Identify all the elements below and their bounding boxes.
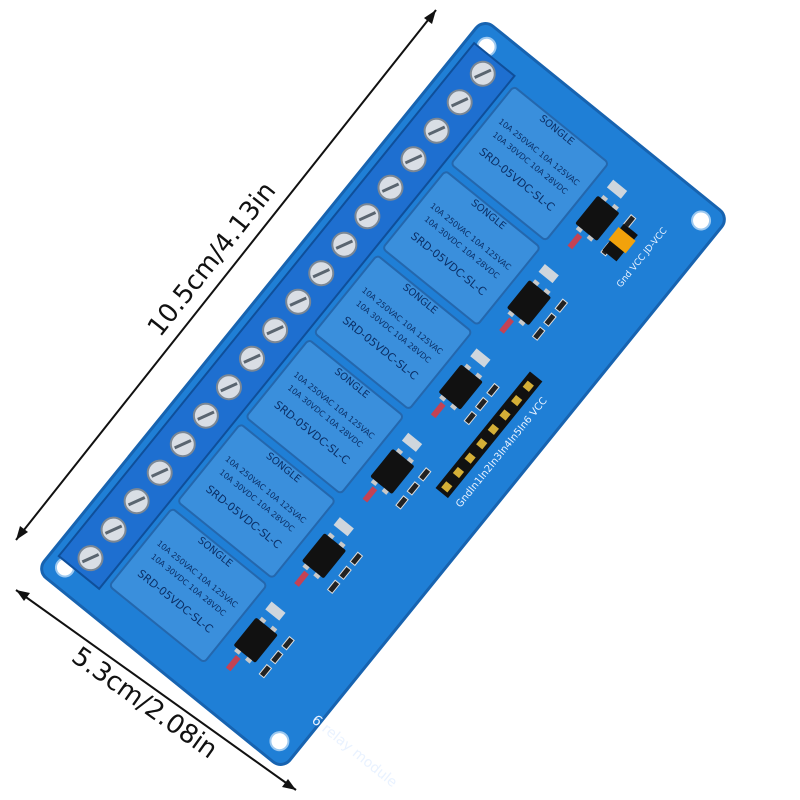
header-pin xyxy=(452,466,465,479)
screw-terminal-icon xyxy=(331,231,358,258)
width-arrowhead-bottom xyxy=(282,779,296,790)
length-arrowhead-bottom xyxy=(16,526,28,540)
length-arrow-line xyxy=(15,9,437,541)
header-pin xyxy=(487,423,499,435)
screw-terminal-icon xyxy=(100,516,127,543)
screw-terminal-icon xyxy=(169,431,196,458)
smd-components xyxy=(294,517,364,595)
screw-terminal-icon xyxy=(446,89,473,116)
screw-terminal-icon xyxy=(77,545,104,572)
screw-terminal-icon xyxy=(239,345,266,372)
optocoupler xyxy=(439,363,483,411)
width-arrowhead-top xyxy=(16,590,30,601)
board-label: 6 relay module xyxy=(308,712,400,791)
optocoupler xyxy=(234,616,278,664)
header-pin xyxy=(499,409,511,421)
width-arrow-line xyxy=(15,589,297,791)
screw-terminal-icon xyxy=(423,117,450,144)
screw-terminal-icon xyxy=(146,459,173,486)
smd-components xyxy=(499,264,569,341)
optocoupler xyxy=(575,194,619,242)
screw-terminal-icon xyxy=(308,260,335,287)
header-pin xyxy=(511,394,523,407)
screw-terminal-icon xyxy=(377,174,404,201)
screw-terminal-icon xyxy=(354,203,381,230)
screw-terminal-icon xyxy=(400,146,427,173)
optocoupler xyxy=(370,448,414,495)
optocoupler xyxy=(507,279,551,327)
smd-components xyxy=(225,601,295,679)
mount-hole xyxy=(691,210,712,231)
length-arrowhead-top xyxy=(424,10,436,24)
pcb xyxy=(40,22,726,766)
header-pin xyxy=(522,380,534,392)
terminal-strip xyxy=(57,41,516,591)
driver-circuitry xyxy=(225,179,637,679)
screw-terminal-icon xyxy=(262,317,289,344)
header-pin xyxy=(464,452,476,464)
screw-terminal-icon xyxy=(192,402,219,429)
screw-terminal-icon xyxy=(469,60,496,87)
screw-terminal-icon xyxy=(215,374,242,401)
screw-terminal-icon xyxy=(285,288,312,315)
screw-terminal-icon xyxy=(123,488,150,515)
optocoupler xyxy=(302,532,346,580)
header-pin xyxy=(476,438,488,450)
smd-components xyxy=(362,432,432,510)
header-pin xyxy=(441,481,453,493)
smd-components xyxy=(430,348,500,426)
mount-hole xyxy=(269,731,290,752)
